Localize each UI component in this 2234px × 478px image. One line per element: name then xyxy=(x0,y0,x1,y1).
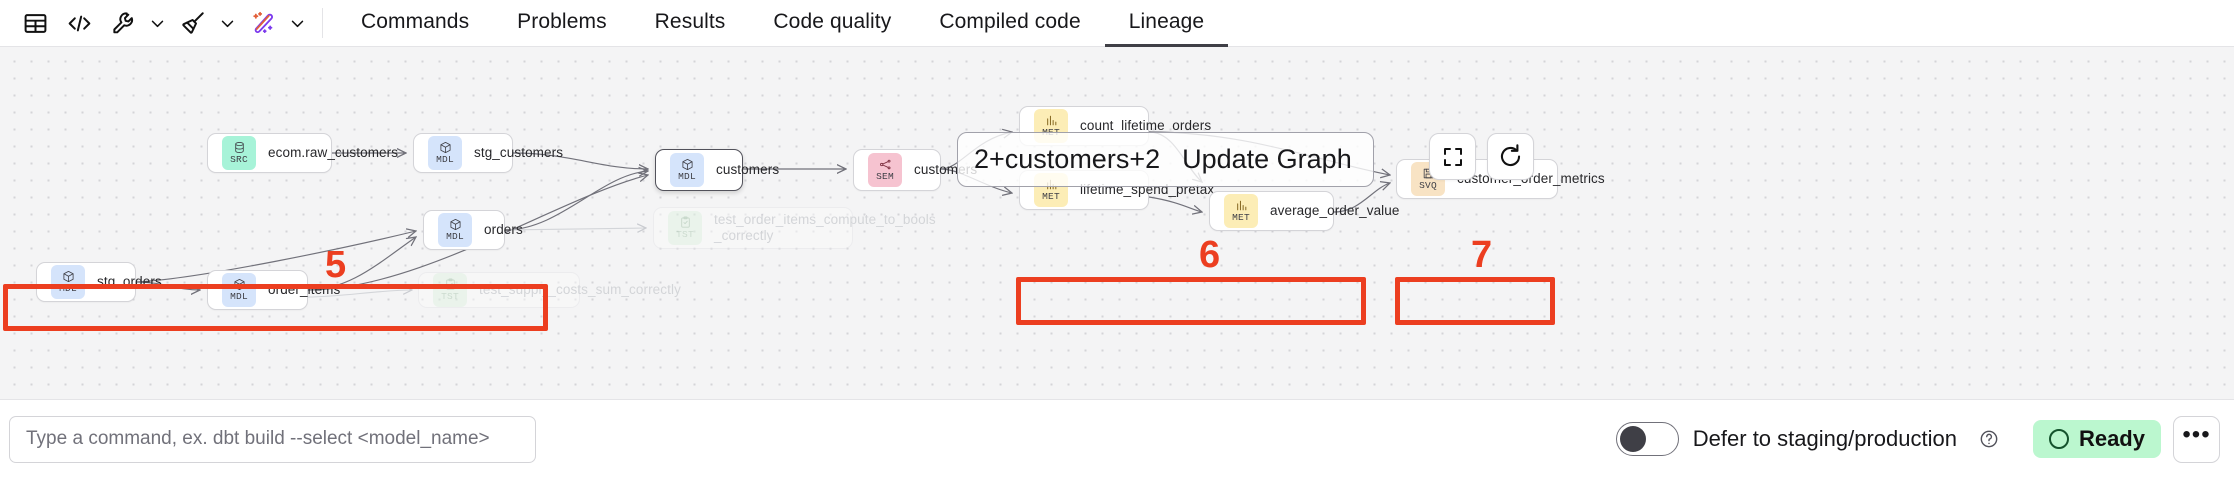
defer-toggle[interactable] xyxy=(1615,422,1679,456)
node-badge-mdl: MDL xyxy=(428,136,462,170)
command-input[interactable] xyxy=(9,415,536,463)
lineage-node-test_supply_costs_sum[interactable]: TST test_supply_costs_sum_correctly xyxy=(418,272,681,308)
toolbar-divider xyxy=(322,8,323,38)
node-badge-mdl: MDL xyxy=(222,273,256,307)
node-badge-text: TST xyxy=(676,229,694,240)
editor-tabs: Commands Problems Results Code quality Compi… xyxy=(337,0,1229,47)
code-icon[interactable] xyxy=(58,4,100,42)
magic-wand-icon[interactable] xyxy=(242,4,284,42)
node-label: stg_orders xyxy=(97,274,162,289)
table-view-icon[interactable] xyxy=(14,4,56,42)
cube-icon xyxy=(681,158,694,171)
wrench-chevron-down-icon[interactable] xyxy=(144,4,170,42)
node-label: ecom.raw_customers xyxy=(268,145,399,160)
toolbar-icon-group xyxy=(0,4,337,42)
lineage-node-average_order_value[interactable]: MET average_order_value xyxy=(1209,191,1399,231)
node-badge-mdl: MDL xyxy=(670,153,704,187)
refresh-icon[interactable] xyxy=(1487,133,1534,180)
command-bar-right: Defer to staging/production Ready ••• xyxy=(1615,415,2234,463)
node-label: count_lifetime_orders xyxy=(1080,118,1212,133)
node-badge-text: MET xyxy=(1232,212,1250,223)
node-badge-text: MET xyxy=(1042,191,1060,202)
metric-icon xyxy=(1045,114,1058,127)
node-label: order_items xyxy=(268,282,341,297)
broom-chevron-down-icon[interactable] xyxy=(214,4,240,42)
tab-compiled-code[interactable]: Compiled code xyxy=(939,10,1081,33)
question-mark-icon[interactable] xyxy=(1979,429,1999,449)
wrench-tool-combo xyxy=(102,4,170,42)
node-badge-src: SRC xyxy=(222,136,256,170)
node-badge-text: MDL xyxy=(59,283,77,294)
magic-wand-tool-combo xyxy=(242,4,310,42)
cube-icon xyxy=(62,270,75,283)
tab-problems[interactable]: Problems xyxy=(517,10,607,33)
command-input-wrap xyxy=(9,415,536,463)
metric-icon xyxy=(1235,199,1248,212)
more-options-button[interactable]: ••• xyxy=(2173,415,2220,463)
node-badge-text: SVQ xyxy=(1419,180,1437,191)
lineage-node-test_order_items_compute[interactable]: TST test_order_items_compute_to_bools _co… xyxy=(653,207,936,249)
lineage-node-customers_mdl[interactable]: MDL customers xyxy=(655,149,779,191)
node-label: stg_customers xyxy=(474,145,564,160)
test-icon xyxy=(679,216,692,229)
graph-expression-text[interactable]: 2+customers+2 xyxy=(974,144,1161,174)
node-badge-text: MDL xyxy=(436,154,454,165)
tab-lineage[interactable]: Lineage xyxy=(1104,1,1229,47)
lineage-node-orders[interactable]: MDL orders xyxy=(423,210,523,250)
graph-expression-panel[interactable]: 2+customers+2 Update Graph xyxy=(957,132,1374,187)
cube-icon xyxy=(439,141,452,154)
lineage-node-ecom_raw_customers[interactable]: SRC ecom.raw_customers xyxy=(207,133,398,173)
node-badge-text: TST xyxy=(441,291,459,302)
node-label: test_order_items_compute_to_bools _corre… xyxy=(714,212,936,243)
cube-icon xyxy=(449,218,462,231)
defer-toggle-knob xyxy=(1619,426,1646,452)
lineage-node-stg_orders[interactable]: MDL stg_orders xyxy=(36,262,162,302)
cube-icon xyxy=(233,278,246,291)
fullscreen-icon[interactable] xyxy=(1429,133,1476,180)
update-graph-button[interactable]: Update Graph xyxy=(1182,144,1352,174)
node-badge-text: SEM xyxy=(876,171,894,182)
node-badge-mdl: MDL xyxy=(438,213,472,247)
editor-toolbar: Commands Problems Results Code quality Compi… xyxy=(0,0,2234,47)
node-label: average_order_value xyxy=(1270,203,1400,218)
node-label: test_supply_costs_sum_correctly xyxy=(479,282,681,297)
status-group: Ready ••• xyxy=(2032,415,2220,463)
defer-label: Defer to staging/production xyxy=(1692,426,1957,451)
node-label: orders xyxy=(484,222,523,237)
lineage-edges xyxy=(135,47,2234,298)
node-badge-text: MDL xyxy=(446,231,464,242)
status-badge[interactable]: Ready xyxy=(2032,420,2161,458)
tab-results[interactable]: Results xyxy=(654,10,726,33)
wrench-icon[interactable] xyxy=(102,4,144,42)
node-badge-text: SRC xyxy=(230,154,248,165)
tab-commands[interactable]: Commands xyxy=(361,10,470,33)
node-badge-met: MET xyxy=(1224,194,1258,228)
database-icon xyxy=(233,141,246,154)
broom-icon[interactable] xyxy=(172,4,214,42)
node-badge-mdl: MDL xyxy=(51,265,85,299)
node-badge-sem: SEM xyxy=(868,153,902,187)
node-badge-tst: TST xyxy=(668,211,702,245)
tab-code-quality[interactable]: Code quality xyxy=(773,10,892,33)
command-bar: Defer to staging/production Ready ••• xyxy=(0,399,2234,478)
broom-tool-combo xyxy=(172,4,240,42)
node-badge-tst: TST xyxy=(433,273,467,307)
test-icon xyxy=(444,278,457,291)
semantic-icon xyxy=(879,158,892,171)
lineage-node-stg_customers[interactable]: MDL stg_customers xyxy=(413,133,563,173)
status-label: Ready xyxy=(2078,426,2145,451)
node-badge-text: MDL xyxy=(678,171,696,182)
defer-toggle-group: Defer to staging/production xyxy=(1615,422,1999,456)
magic-wand-chevron-down-icon[interactable] xyxy=(284,4,310,42)
lineage-node-order_items[interactable]: MDL order_items xyxy=(207,270,340,310)
status-dot-icon xyxy=(2048,429,2069,449)
node-badge-text: MDL xyxy=(230,291,248,302)
node-label: customers xyxy=(716,162,780,177)
